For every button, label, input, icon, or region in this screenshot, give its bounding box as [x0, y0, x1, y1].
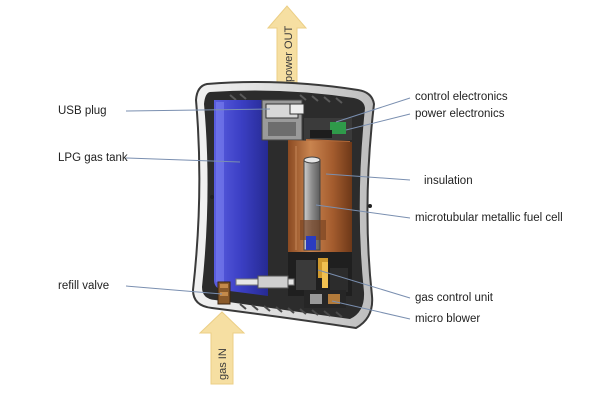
- label-lpg-tank: LPG gas tank: [58, 152, 128, 164]
- leader-fuel-cell: [315, 204, 411, 219]
- refill-valve: [217, 281, 231, 305]
- label-micro-blower: micro blower: [415, 313, 481, 325]
- right-screw: [368, 204, 372, 208]
- label-power-electronics: power electronics: [415, 108, 505, 120]
- power-out-label: power OUT: [283, 25, 295, 82]
- leader-lines: [125, 97, 411, 320]
- leader-control-electronics: [335, 97, 411, 123]
- bottom-vent-grill: [239, 303, 343, 318]
- gas-in-label: gas IN: [217, 348, 229, 380]
- gas-in-arrow: gas IN: [198, 311, 246, 385]
- leader-gas-control: [317, 269, 411, 299]
- leader-power-electronics: [345, 113, 411, 131]
- top-vent-grill: [229, 93, 343, 104]
- usb-plug: [261, 99, 305, 141]
- label-insulation: insulation: [424, 175, 473, 187]
- fuel-cell-tube: [300, 156, 326, 251]
- label-gas-control: gas control unit: [415, 292, 493, 304]
- feed-pipe: [235, 275, 295, 289]
- lpg-tank: [214, 100, 268, 296]
- label-control-electronics: control electronics: [415, 91, 508, 103]
- leader-insulation: [325, 173, 411, 181]
- leader-refill-valve: [125, 285, 223, 295]
- gas-control-unit: [288, 252, 352, 296]
- label-fuel-cell: microtubular metallic fuel cell: [415, 212, 563, 224]
- power-out-arrow: power OUT: [266, 5, 308, 89]
- micro-blower: [304, 290, 346, 308]
- label-usb-plug: USB plug: [58, 105, 107, 117]
- electronics-board: [304, 118, 352, 143]
- leader-micro-blower: [331, 300, 411, 320]
- leader-usb-plug: [125, 108, 271, 112]
- left-screw: [210, 195, 214, 199]
- label-refill-valve: refill valve: [58, 280, 110, 292]
- leader-lpg-tank: [125, 157, 241, 163]
